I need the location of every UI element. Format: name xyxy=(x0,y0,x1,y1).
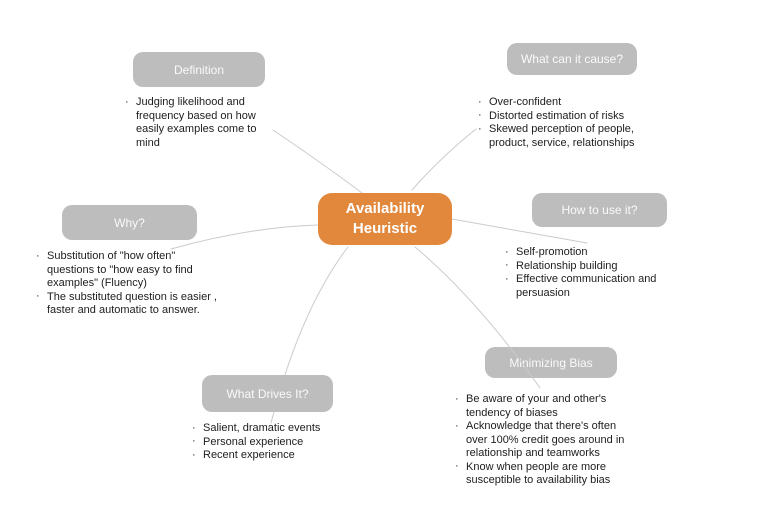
bullet-item[interactable]: Personal experience xyxy=(191,435,381,450)
node-why[interactable]: Why? xyxy=(62,205,197,240)
node-why-label: Why? xyxy=(114,215,145,230)
center-node-availability-heuristic[interactable]: Availability Heuristic xyxy=(318,193,452,245)
node-how-to-use-it[interactable]: How to use it? xyxy=(532,193,667,227)
bullets-minimizing-bias: Be aware of your and other's tendency of… xyxy=(454,393,669,488)
bullet-item[interactable]: Judging likelihood and frequency based o… xyxy=(124,96,299,150)
bullets-what-drives-it: Salient, dramatic eventsPersonal experie… xyxy=(191,422,381,463)
bullets-how-to-use-it: Self-promotionRelationship buildingEffec… xyxy=(504,246,694,300)
bullets-why: Substitution of "how often" questions to… xyxy=(35,250,260,318)
node-what-drives-it-label: What Drives It? xyxy=(226,386,309,401)
bullet-item[interactable]: Skewed perception of people, product, se… xyxy=(477,123,677,150)
node-what-can-it-cause[interactable]: What can it cause? xyxy=(507,43,637,75)
bullet-item[interactable]: Self-promotion xyxy=(504,246,694,260)
center-node-label: Availability Heuristic xyxy=(345,200,425,237)
bullet-item[interactable]: Know when people are more susceptible to… xyxy=(454,460,669,488)
bullet-item[interactable]: Effective communication and persuasion xyxy=(504,273,694,300)
bullet-item[interactable]: Distorted estimation of risks xyxy=(477,109,677,124)
bullets-what-can-it-cause: Over-confidentDistorted estimation of ri… xyxy=(477,96,677,150)
bullet-item[interactable]: Substitution of "how often" questions to… xyxy=(35,250,260,291)
bullet-item[interactable]: Acknowledge that there's often over 100%… xyxy=(454,420,669,461)
node-what-drives-it[interactable]: What Drives It? xyxy=(202,375,333,412)
bullet-item[interactable]: Over-confident xyxy=(477,96,677,110)
node-what-can-it-cause-label: What can it cause? xyxy=(520,52,624,66)
bullet-item[interactable]: The substituted question is easier , fas… xyxy=(35,290,260,318)
bullets-definition: Judging likelihood and frequency based o… xyxy=(124,96,299,150)
node-minimizing-bias-label: Minimizing Bias xyxy=(509,355,593,370)
node-definition[interactable]: Definition xyxy=(133,52,265,87)
bullet-item[interactable]: Relationship building xyxy=(504,259,694,274)
node-how-to-use-it-label: How to use it? xyxy=(561,203,638,217)
bullet-item[interactable]: Salient, dramatic events xyxy=(191,422,381,436)
bullet-item[interactable]: Recent experience xyxy=(191,449,381,463)
connector-what-can-it-cause xyxy=(411,128,477,191)
node-minimizing-bias[interactable]: Minimizing Bias xyxy=(485,347,617,378)
bullet-item[interactable]: Be aware of your and other's tendency of… xyxy=(454,393,669,420)
node-definition-label: Definition xyxy=(173,62,225,77)
